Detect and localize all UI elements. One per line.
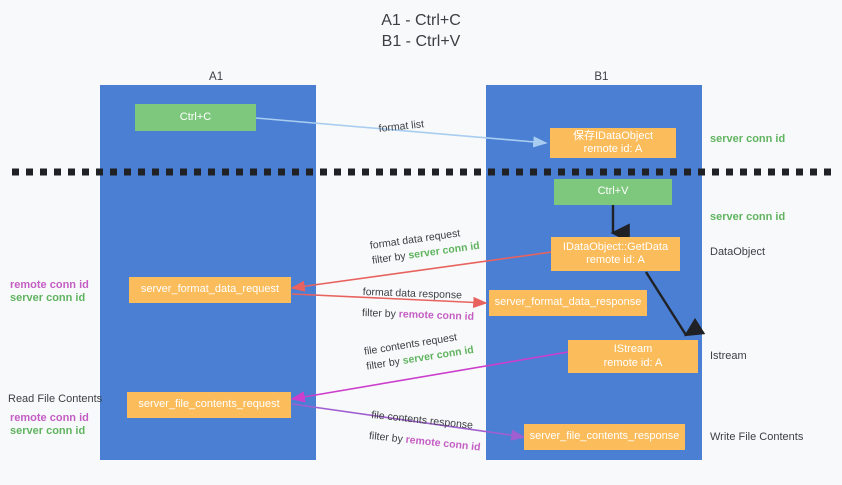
label-right-server-conn-id-top: server conn id	[710, 133, 786, 145]
edge-label-format-data-response-text: format data response	[362, 285, 463, 302]
label-right-write-file-contents: Write File Contents	[710, 431, 804, 443]
edge-label-format-list-text: format list	[378, 118, 425, 135]
label-left-server-conn-id-1: server conn id	[10, 292, 86, 304]
edge-label-format-data-response: format data response filter by remote co…	[362, 285, 475, 325]
edge-label-format-data-request-filter-prefix: filter by	[371, 249, 410, 267]
box-ctrl-v[interactable]: Ctrl+V	[554, 179, 672, 205]
box-server-format-data-request[interactable]: server_format_data_request	[129, 277, 291, 303]
box-istream[interactable]: IStream remote id: A	[568, 340, 698, 373]
edge-label-format-data-request: format data request filter by server con…	[369, 224, 481, 269]
edge-label-file-contents-response-filter-value: remote conn id	[405, 433, 482, 454]
edge-label-format-data-response-filter-prefix: filter by	[361, 306, 399, 321]
label-left-remote-conn-id-2: remote conn id	[10, 412, 89, 424]
label-left-remote-conn-id-1: remote conn id	[10, 279, 89, 291]
box-save-idataobject[interactable]: 保存IDataObject remote id: A	[550, 128, 676, 158]
box-ctrl-c[interactable]: Ctrl+C	[135, 104, 256, 131]
edge-label-file-contents-request: file contents request filter by server c…	[363, 328, 475, 375]
label-right-server-conn-id-mid: server conn id	[710, 211, 786, 223]
box-server-file-contents-response[interactable]: server_file_contents_response	[524, 424, 685, 450]
edge-label-format-list: format list	[378, 117, 425, 137]
label-right-dataobject: DataObject	[710, 246, 766, 258]
label-left-server-conn-id-2: server conn id	[10, 425, 86, 437]
box-server-file-contents-request[interactable]: server_file_contents_request	[127, 392, 291, 418]
box-idataobject-getdata[interactable]: IDataObject::GetData remote id: A	[551, 237, 680, 271]
label-right-istream: Istream	[710, 350, 747, 362]
label-left-read-file-contents: Read File Contents	[8, 393, 103, 405]
column-b1-name: B1	[594, 71, 609, 83]
edge-label-file-contents-response-text: file contents response	[370, 408, 474, 432]
edge-label-format-data-response-filter-value: remote conn id	[398, 308, 475, 323]
box-server-format-data-response[interactable]: server_format_data_response	[489, 290, 647, 316]
edge-label-file-contents-response-filter-prefix: filter by	[368, 429, 407, 446]
edge-label-file-contents-response: file contents response filter by remote …	[368, 408, 483, 456]
page-title: A1 - Ctrl+C B1 - Ctrl+V	[381, 12, 461, 50]
column-a1-name: A1	[209, 71, 224, 83]
